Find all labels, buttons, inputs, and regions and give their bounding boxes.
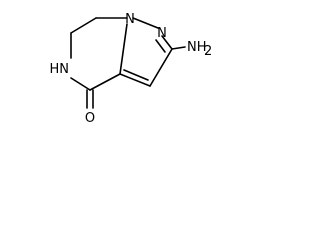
bond-ch-ring-c [119,73,151,87]
structure-diagram: N N NH 2 HN O [50,12,213,126]
bond-n-pyrazole-c-amino-2 [155,39,166,53]
atom-amino: NH 2 [187,40,212,59]
bond-c-amino-nh2 [171,46,186,50]
bond-n-bridge-n-pyrazole [132,17,159,29]
atom-amino-nh: NH [187,40,207,55]
bond-nh-carbonyl-c [70,77,91,91]
bond-ch-ring-c-inner [123,69,149,81]
atom-amino-subscript: 2 [204,44,212,59]
atom-lactam-nh: HN [50,62,70,77]
bonds [70,17,186,109]
bond-ch2-top-ch2-left [70,17,97,34]
atom-labels: N N NH 2 HN O [50,12,213,126]
bond-c-amino-ch [149,48,173,87]
bond-ring-c-n-bridge [119,23,128,75]
atom-n-bridge: N [125,12,135,27]
atom-n-pyrazole: N [157,26,167,41]
bond-n-pyrazole-c-amino-1 [161,35,173,50]
atom-carbonyl-o: O [85,111,95,126]
bond-carbonyl-c-ring-c [89,73,121,91]
